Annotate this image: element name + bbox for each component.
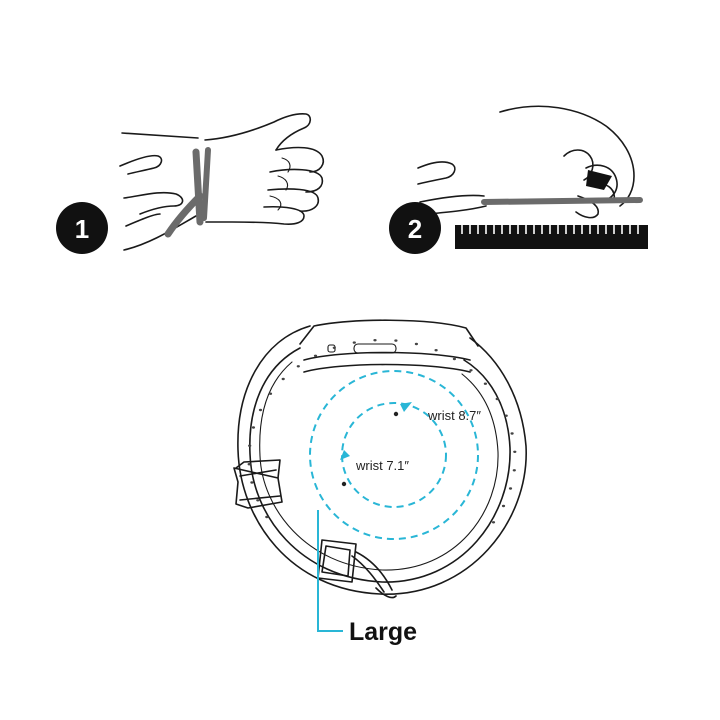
hand-wrapping-strap-icon bbox=[119, 113, 325, 251]
step-1-badge: 1 bbox=[56, 202, 108, 254]
outer-circle-arrow-icon bbox=[400, 402, 412, 412]
strap-keeper-icon bbox=[317, 539, 397, 599]
strap-hole bbox=[268, 392, 273, 395]
strap-hole bbox=[248, 444, 252, 447]
strap-hole bbox=[258, 408, 263, 412]
strap-hole bbox=[256, 499, 260, 502]
strap-hole bbox=[373, 339, 377, 342]
strap-hole bbox=[495, 397, 499, 401]
tracker-button-icon bbox=[353, 343, 397, 354]
step-1-badge-circle bbox=[56, 202, 108, 254]
inner-wrist-label: wrist 7.1″ bbox=[355, 458, 409, 473]
strap-hole bbox=[332, 346, 336, 349]
strap-hole bbox=[296, 365, 300, 368]
size-label: Large bbox=[349, 618, 417, 646]
strap-hole bbox=[250, 481, 254, 484]
strap-hole bbox=[414, 342, 418, 346]
strap-hole bbox=[352, 341, 356, 344]
strap-hole bbox=[510, 432, 514, 435]
strap-hole bbox=[247, 463, 251, 466]
strap-hole bbox=[469, 369, 473, 372]
thumb-shadow-icon bbox=[586, 170, 612, 190]
step-1-illustration: 1 bbox=[56, 113, 325, 254]
wrist-size-circles: wrist 8.7″ wrist 7.1″ bbox=[309, 370, 481, 540]
strap-hole bbox=[281, 377, 285, 381]
step-2-number: 2 bbox=[408, 214, 422, 244]
inner-marker-dot bbox=[341, 481, 347, 487]
step-2-badge: 2 bbox=[389, 202, 441, 254]
strap-icon bbox=[192, 148, 204, 226]
strap-hole bbox=[501, 504, 506, 508]
strap-hole bbox=[512, 469, 516, 472]
outer-wrist-circle bbox=[309, 370, 479, 540]
strap-hole bbox=[483, 382, 487, 385]
size-callout: Large bbox=[317, 510, 417, 646]
strap-icon bbox=[481, 197, 643, 205]
strap-hole bbox=[394, 339, 398, 342]
ruler-body bbox=[455, 225, 648, 249]
outer-marker-dot bbox=[393, 411, 399, 417]
strap-hole bbox=[434, 349, 438, 352]
step-2-badge-circle bbox=[389, 202, 441, 254]
strap-hole bbox=[508, 487, 513, 490]
strap-holes bbox=[247, 339, 517, 524]
fitness-band-illustration bbox=[233, 319, 527, 599]
step-2-illustration: 2 bbox=[389, 105, 648, 254]
callout-line bbox=[317, 510, 343, 632]
strap-hole bbox=[265, 515, 269, 519]
buckle-icon bbox=[233, 459, 283, 509]
step-1-number: 1 bbox=[75, 214, 89, 244]
strap-hole bbox=[504, 414, 508, 417]
strap-hole bbox=[313, 354, 318, 357]
hand-measuring-ruler-icon bbox=[417, 105, 643, 219]
strap-hole bbox=[251, 426, 256, 429]
strap-hole bbox=[452, 357, 456, 361]
inner-wrist-circle bbox=[341, 402, 447, 508]
strap-hole bbox=[513, 450, 517, 453]
strap-hole bbox=[491, 521, 496, 524]
outer-wrist-label: wrist 8.7″ bbox=[427, 408, 481, 423]
ruler-icon bbox=[455, 225, 648, 249]
inner-circle-arrow-icon bbox=[340, 450, 350, 460]
